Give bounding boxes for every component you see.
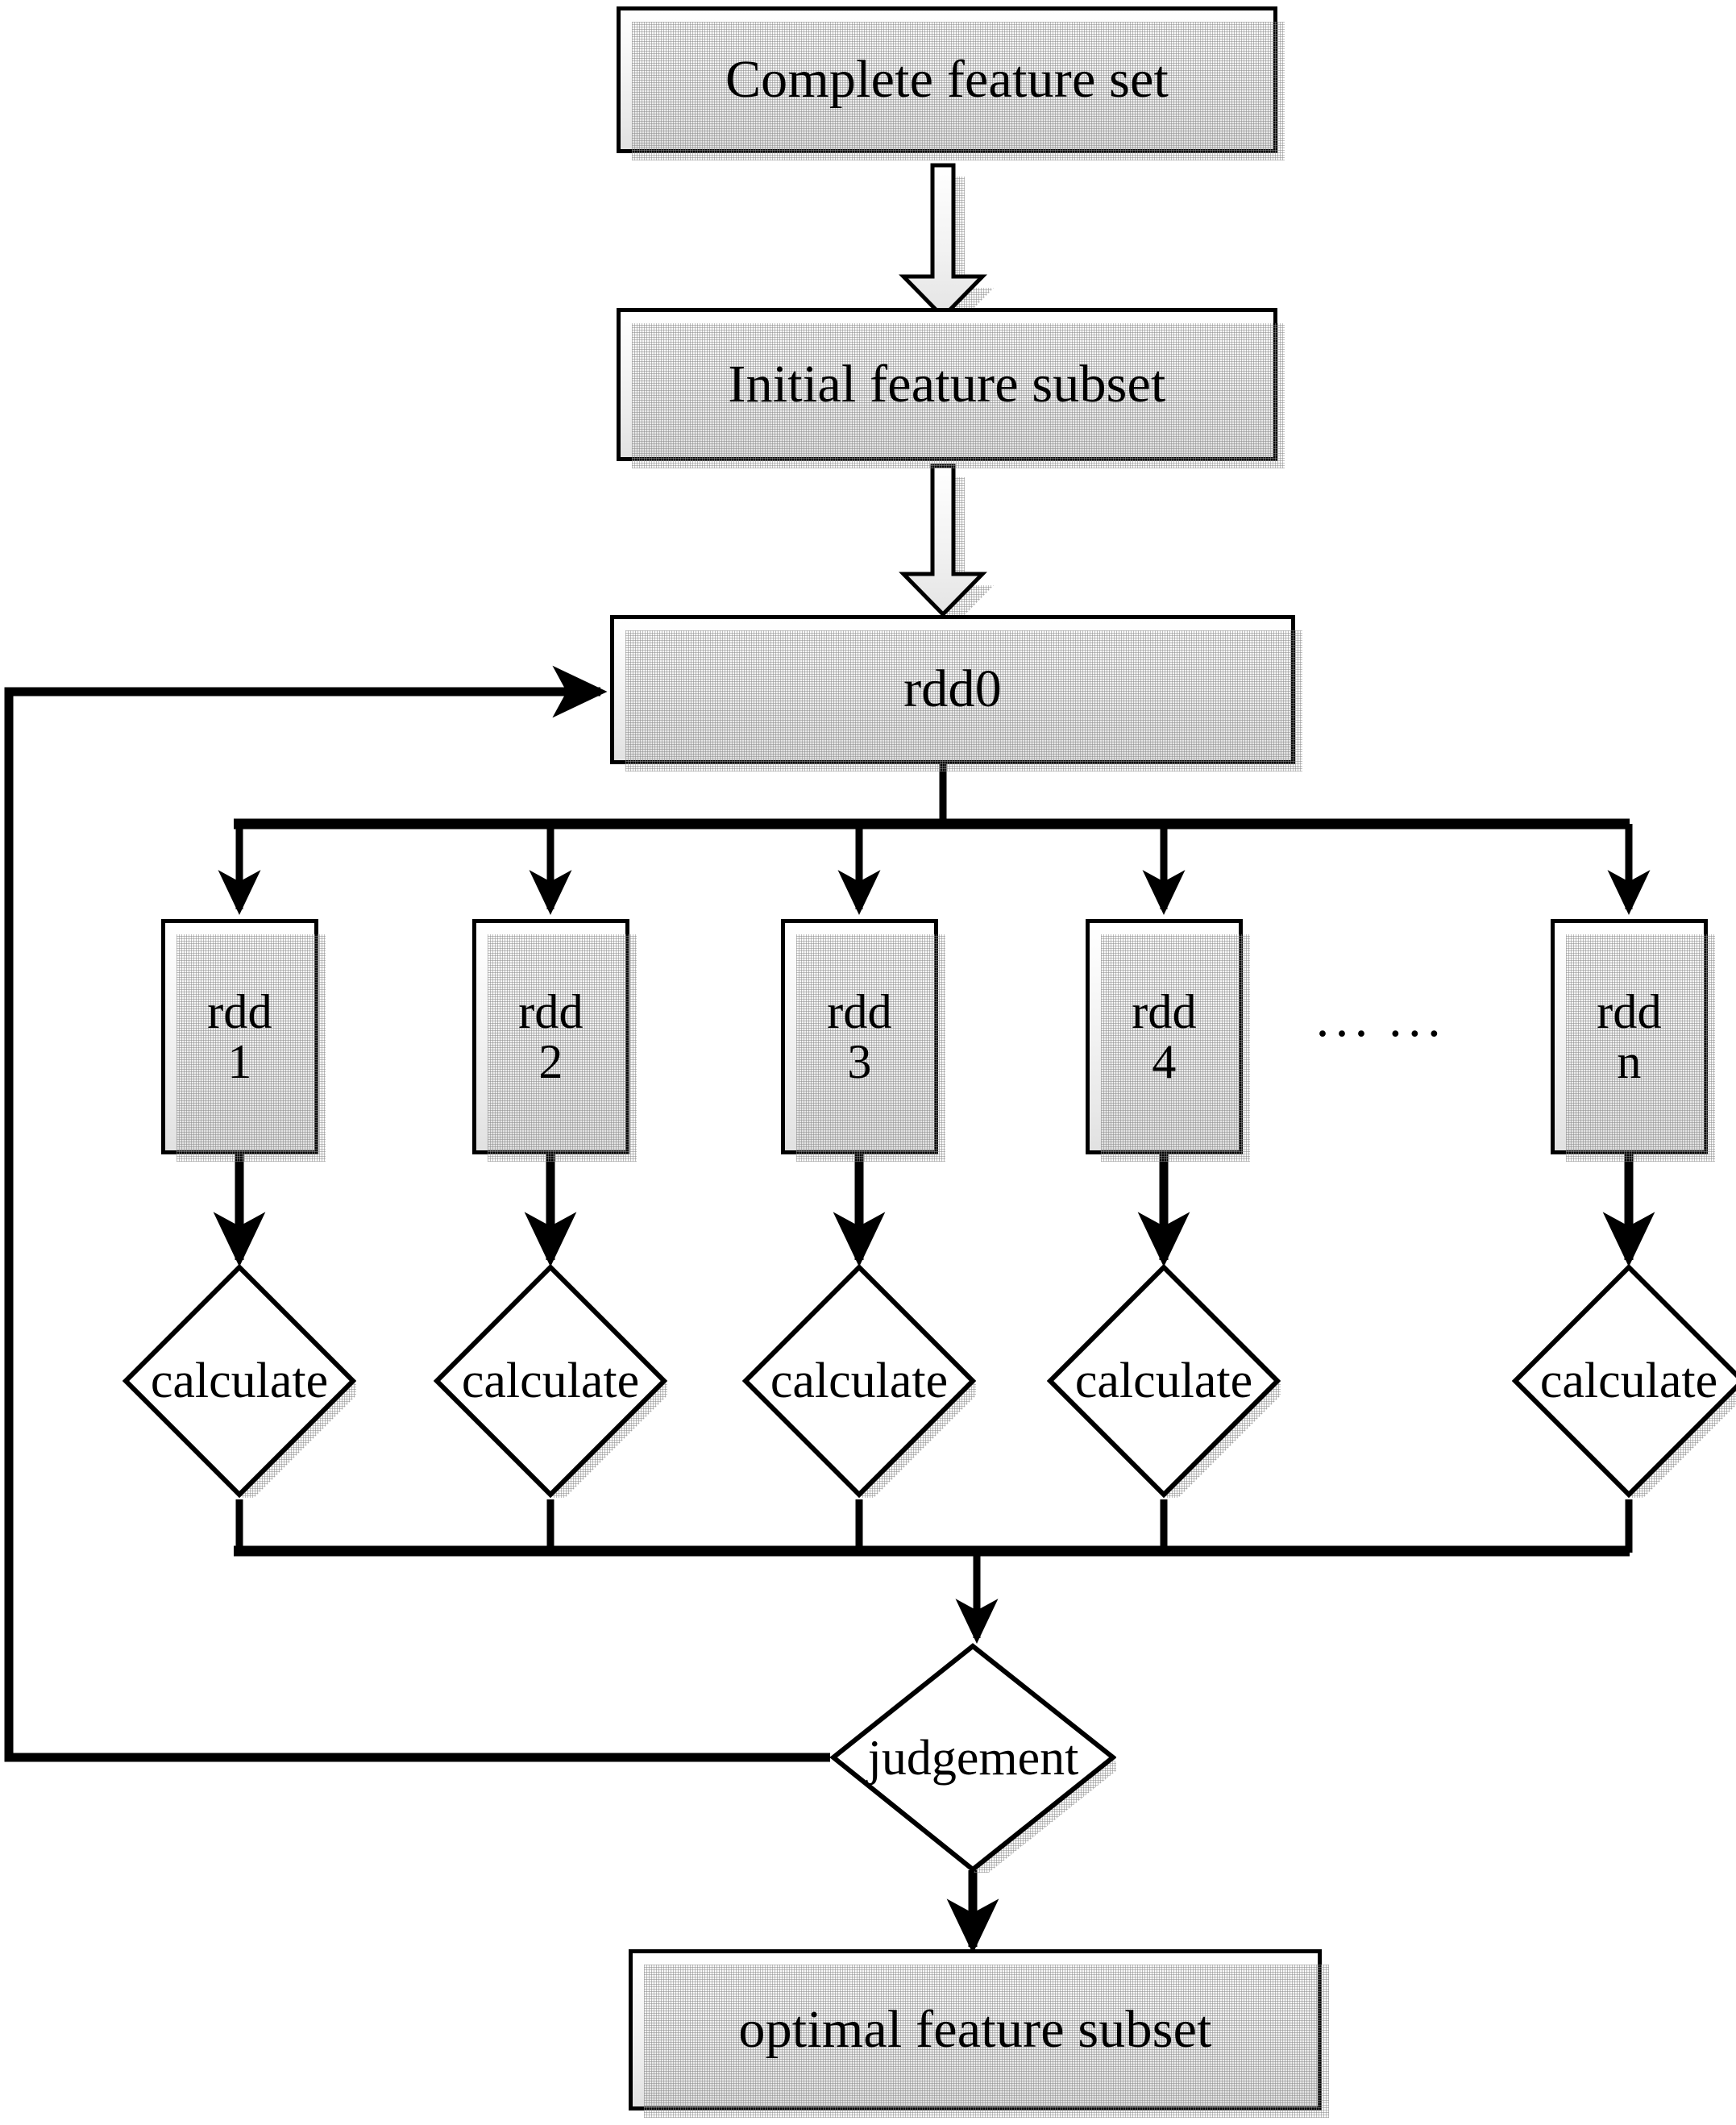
- node-label: calculate: [770, 1354, 949, 1408]
- node-calculate-4[interactable]: calculate: [1047, 1264, 1281, 1498]
- fanin-bus-to-judgement: [234, 1499, 1633, 1644]
- node-calculate-1[interactable]: calculate: [123, 1264, 356, 1498]
- node-label: calculate: [461, 1354, 640, 1408]
- node-label: rdd0: [903, 659, 1002, 719]
- node-label: calculate: [1539, 1354, 1718, 1408]
- rdd-to-calculate-arrows: [213, 1154, 1655, 1267]
- node-rdd-3[interactable]: rdd 3: [781, 919, 945, 1162]
- node-label: Complete feature set: [725, 49, 1169, 109]
- node-calculate-2[interactable]: calculate: [434, 1264, 667, 1498]
- node-rdd-n[interactable]: rdd n: [1551, 919, 1715, 1162]
- node-calculate-3[interactable]: calculate: [742, 1264, 976, 1498]
- diamond-shape: [830, 1643, 1116, 1873]
- node-rdd-2[interactable]: rdd 2: [472, 919, 637, 1162]
- node-complete-feature-set[interactable]: Complete feature set: [617, 6, 1285, 160]
- node-label: judgement: [867, 1730, 1079, 1786]
- node-initial-feature-subset[interactable]: Initial feature subset: [617, 308, 1285, 468]
- node-label: calculate: [150, 1354, 329, 1408]
- node-rdd0[interactable]: rdd0: [610, 615, 1302, 771]
- node-label: Initial feature subset: [728, 354, 1166, 414]
- diamond-shape: [1047, 1264, 1281, 1498]
- node-label: optimal feature subset: [738, 1999, 1212, 2059]
- feedback-loop-judgement-to-rdd0: [4, 665, 830, 1762]
- node-label: rdd n: [1597, 984, 1662, 1088]
- node-optimal-feature-subset[interactable]: optimal feature subset: [629, 1949, 1329, 2118]
- node-rdd-4[interactable]: rdd 4: [1086, 919, 1250, 1162]
- node-label: rdd 4: [1132, 984, 1197, 1088]
- fanout-bus-from-rdd0: [218, 764, 1651, 915]
- node-label: rdd 3: [827, 984, 892, 1088]
- node-label: rdd 2: [518, 984, 584, 1088]
- node-label: rdd 1: [207, 984, 272, 1088]
- block-arrow-initial-to-rdd0: [899, 464, 994, 626]
- node-judgement[interactable]: judgement: [830, 1643, 1116, 1873]
- block-arrow-complete-to-initial: [899, 163, 994, 328]
- node-label: calculate: [1074, 1354, 1253, 1408]
- node-rdd-1[interactable]: rdd 1: [161, 919, 326, 1162]
- node-calculate-n[interactable]: calculate: [1512, 1264, 1736, 1498]
- diamond-shape: [1512, 1264, 1736, 1498]
- ellipsis-more-partitions: ··· ···: [1314, 1004, 1445, 1063]
